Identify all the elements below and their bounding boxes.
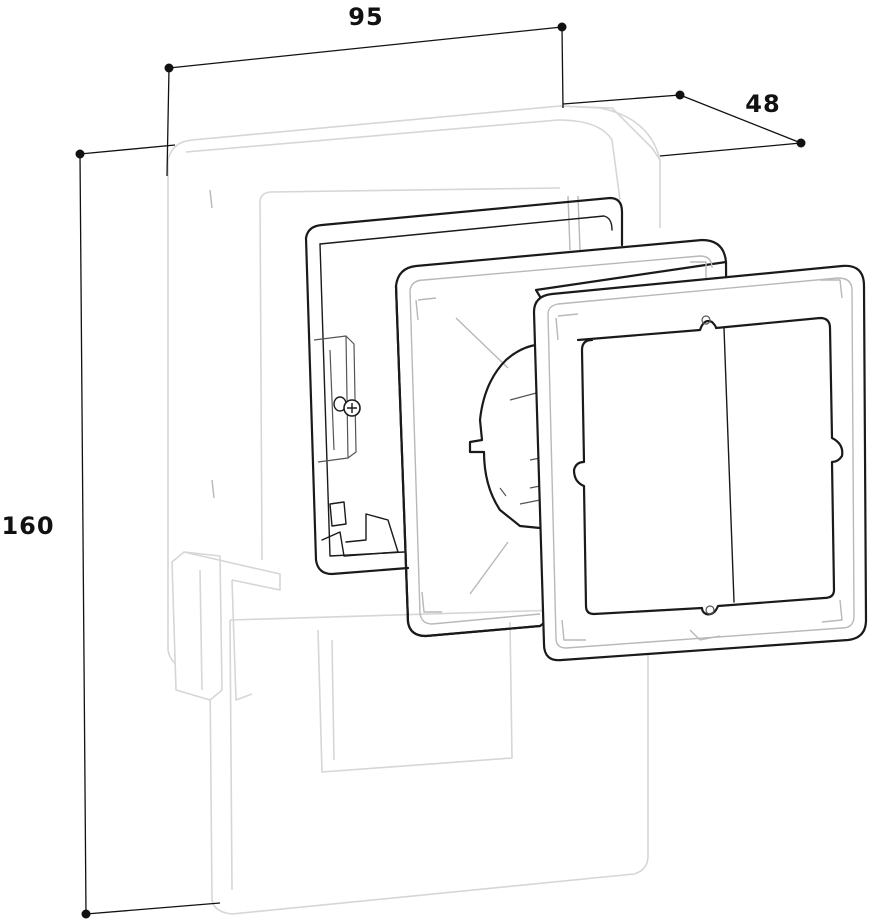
width-label: 95 (348, 3, 383, 31)
height-label: 160 (1, 512, 54, 540)
width-dimension: 95 (164, 3, 567, 177)
depth-label: 48 (745, 90, 780, 118)
height-dimension: 160 (1, 144, 221, 919)
cover-frame (532, 264, 868, 662)
screw-left-icon (333, 396, 361, 417)
depth-dimension: 48 (562, 90, 806, 157)
mounting-box (304, 196, 624, 576)
housing-body (167, 105, 661, 915)
